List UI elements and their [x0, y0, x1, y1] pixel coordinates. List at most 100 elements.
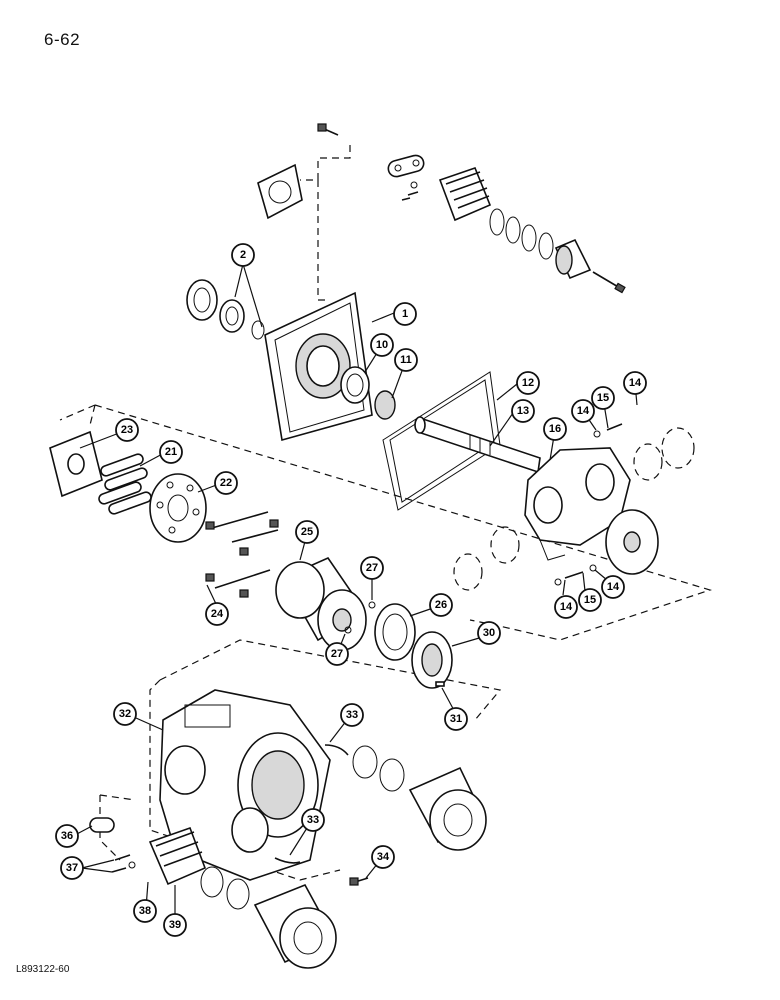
- callout-39: 39: [163, 913, 187, 937]
- cover-gasket: [257, 163, 303, 220]
- callout-13: 13: [511, 399, 535, 423]
- cylinder-block: [275, 556, 367, 651]
- callout-label: 14: [577, 405, 590, 417]
- cover-housing: [264, 291, 373, 442]
- bushing-sleeve: [554, 238, 592, 280]
- callout-label: 24: [211, 608, 224, 620]
- cover-bolt: [317, 123, 339, 136]
- link-plate: [387, 154, 425, 178]
- callout-label: 11: [400, 354, 412, 366]
- pins-37: [111, 854, 136, 873]
- callout-14: 14: [571, 399, 595, 423]
- callout-25: 25: [295, 520, 319, 544]
- callout-30: 30: [477, 621, 501, 645]
- callout-37: 37: [60, 856, 84, 880]
- callout-15: 15: [578, 588, 602, 612]
- callout-26: 26: [429, 593, 453, 617]
- upper-group-outline: [300, 145, 351, 301]
- lower-seal-rings: [200, 866, 250, 910]
- callout-21: 21: [159, 440, 183, 464]
- callout-14: 14: [601, 575, 625, 599]
- long-pin: [592, 271, 626, 294]
- bearing-cone: [374, 390, 396, 420]
- retainer-plate: [49, 430, 103, 498]
- callout-label: 32: [119, 708, 131, 720]
- callout-label: 1: [402, 308, 408, 320]
- callout-label: 37: [66, 862, 78, 874]
- callout-label: 2: [240, 249, 246, 261]
- callout-label: 10: [376, 339, 388, 351]
- callout-12: 12: [516, 371, 540, 395]
- callout-label: 16: [549, 423, 561, 435]
- drive-shaft: [414, 416, 541, 474]
- housing-group-outline: [149, 639, 502, 881]
- callout-label: 15: [597, 392, 609, 404]
- callout-2: 2: [231, 243, 255, 267]
- callout-label: 21: [165, 446, 177, 458]
- cylinder-cap-right: [408, 766, 487, 851]
- callout-label: 15: [584, 594, 596, 606]
- thrust-washer: [605, 509, 659, 575]
- callout-label: 14: [629, 377, 642, 389]
- spring-coupler-39: [148, 826, 207, 886]
- callout-label: 33: [346, 709, 358, 721]
- callout-38: 38: [133, 899, 157, 923]
- callout-22: 22: [214, 471, 238, 495]
- bearing-cup: [340, 366, 370, 404]
- plate-36: [89, 817, 115, 833]
- housing-seal-rings: [352, 745, 405, 792]
- callout-label: 31: [450, 713, 462, 725]
- callout-11: 11: [394, 348, 418, 372]
- callout-label: 12: [522, 377, 534, 389]
- callout-32: 32: [113, 702, 137, 726]
- lower-group-outline: [99, 794, 136, 861]
- figure-code: L893122-60: [16, 964, 70, 975]
- callout-14: 14: [623, 371, 647, 395]
- bolt-34: [349, 877, 369, 886]
- callout-label: 23: [121, 424, 133, 436]
- callout-36: 36: [55, 824, 79, 848]
- middle-group-outline: [59, 404, 712, 641]
- callout-label: 14: [607, 581, 620, 593]
- valve-plate: [149, 473, 207, 543]
- callout-label: 30: [483, 627, 495, 639]
- callout-1: 1: [393, 302, 417, 326]
- page-number: 6-62: [44, 30, 81, 49]
- callout-label: 27: [331, 648, 343, 660]
- bearing-26: [374, 603, 416, 661]
- dowel-31: [435, 681, 445, 687]
- upper-seal-rings: [489, 208, 554, 260]
- callout-label: 25: [301, 526, 313, 538]
- callout-label: 33: [307, 814, 319, 826]
- callout-27: 27: [360, 556, 384, 580]
- callout-23: 23: [115, 418, 139, 442]
- callout-label: 34: [377, 851, 390, 863]
- callout-15: 15: [591, 386, 615, 410]
- port-plate-30: [411, 631, 453, 689]
- control-linkage: [205, 511, 279, 598]
- small-pins: [401, 181, 419, 201]
- springs-27: [344, 601, 376, 634]
- swashplate: [524, 447, 631, 561]
- callout-label: 27: [366, 562, 378, 574]
- callout-33: 33: [301, 808, 325, 832]
- callout-label: 14: [560, 601, 573, 613]
- callout-label: 26: [435, 599, 447, 611]
- callout-label: 22: [220, 477, 232, 489]
- shims-33: [274, 744, 349, 864]
- callout-label: 38: [139, 905, 151, 917]
- callout-34: 34: [371, 845, 395, 869]
- callout-31: 31: [444, 707, 468, 731]
- trunnion-pins: [554, 423, 623, 586]
- cylinder-cap-lower: [253, 883, 337, 969]
- callout-label: 39: [169, 919, 181, 931]
- seal-assembly: [186, 279, 265, 340]
- callout-label: 13: [517, 405, 529, 417]
- callout-10: 10: [370, 333, 394, 357]
- callout-label: 36: [61, 830, 73, 842]
- spring-coupler: [438, 166, 492, 222]
- callout-layer: 1210111213141414141515162122232425262727…: [55, 243, 647, 937]
- main-housing: [159, 689, 331, 881]
- callout-14: 14: [554, 595, 578, 619]
